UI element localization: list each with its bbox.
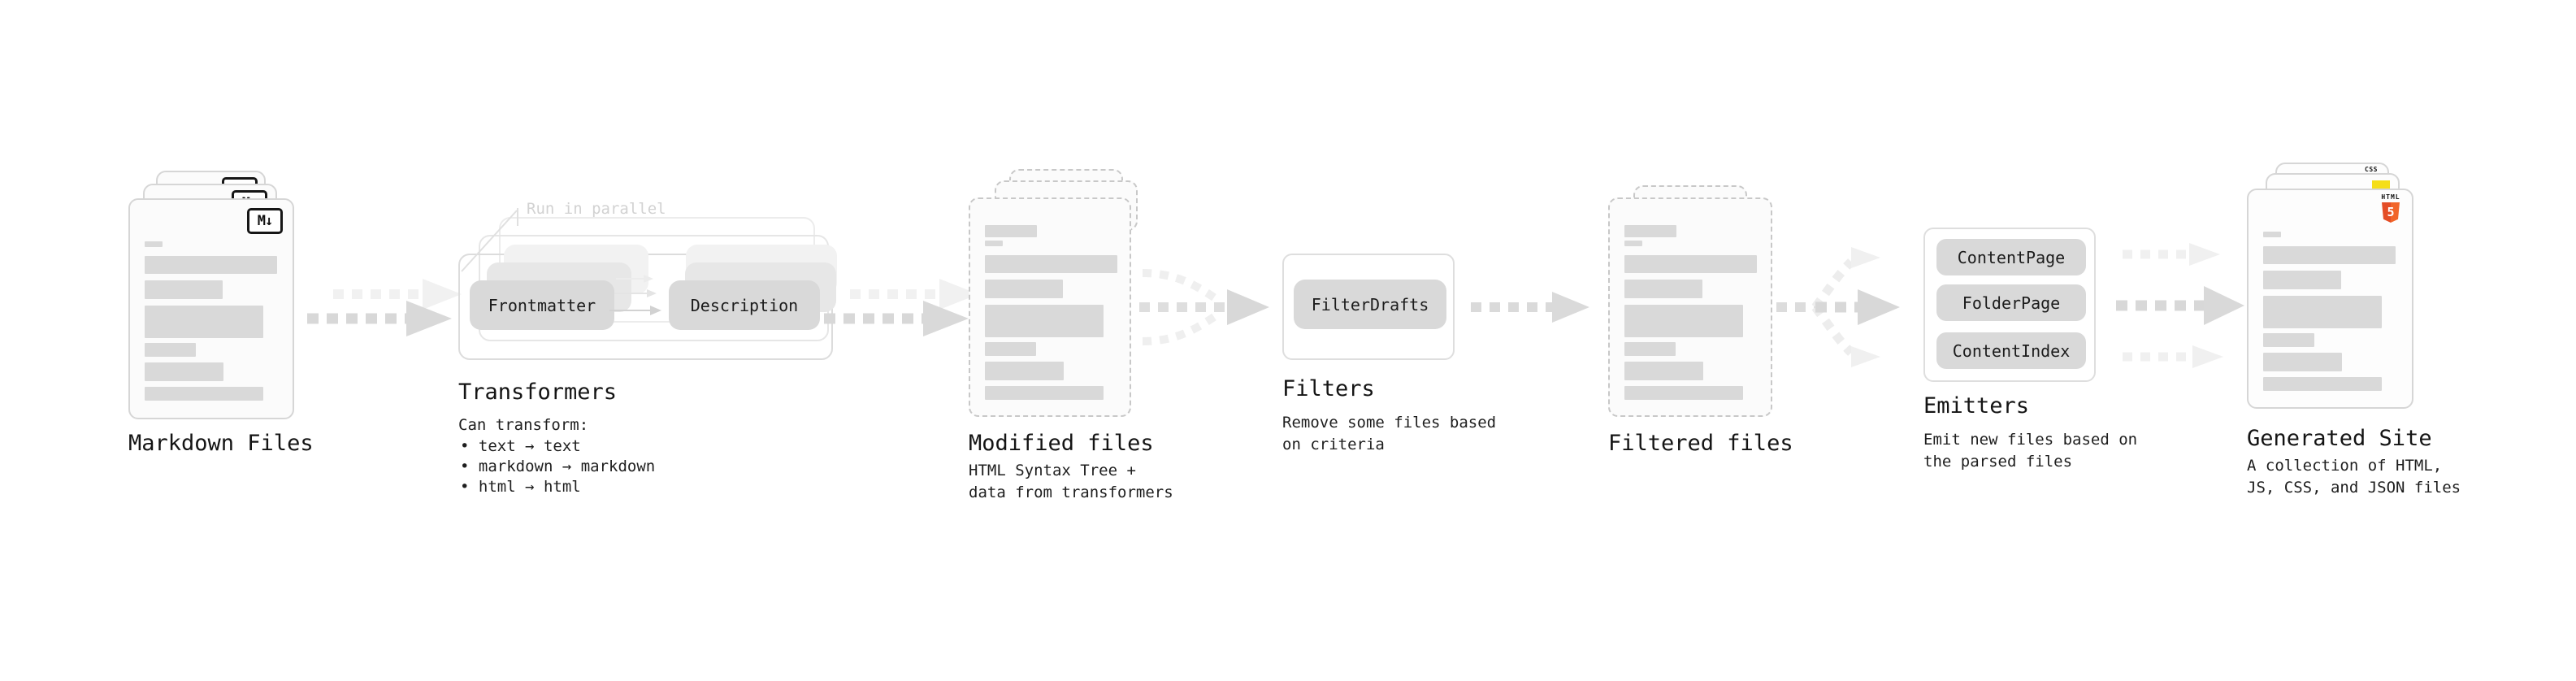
markdown-file-card: M↓ (128, 198, 294, 419)
bullet-item: • markdown → markdown (460, 458, 656, 475)
filtered-file-card (1608, 197, 1772, 417)
transformers-title: Transformers (458, 380, 618, 405)
run-in-parallel-note: Run in parallel (527, 200, 666, 218)
note-callout-line (461, 208, 518, 272)
flow-arrow-filters-to-filtered (1471, 292, 1589, 323)
emitters-desc: Emit new files based on the parsed files (1923, 431, 2138, 471)
description-pill: Description (669, 280, 820, 330)
filtered-files-title: Filtered files (1608, 431, 1793, 456)
flow-arrow-filtered-to-emitters (1776, 247, 1900, 367)
pill-arrows (609, 275, 661, 315)
emitters-panel: ContentPage FolderPage ContentIndex (1923, 228, 2096, 382)
modified-files-title: Modified files (969, 431, 1154, 456)
flow-arrow-emitters-to-site (2116, 243, 2244, 368)
frontmatter-pill: Frontmatter (470, 280, 614, 330)
generated-site-desc: A collection of HTML, JS, CSS, and JSON … (2247, 457, 2461, 497)
html5-icon: HTML 5 (2381, 193, 2400, 223)
markdown-files-title: Markdown Files (128, 431, 314, 456)
flow-arrow-transformers-to-modified (824, 279, 978, 336)
modified-file-card (969, 197, 1131, 417)
contentpage-pill: ContentPage (1936, 239, 2086, 275)
transformers-desc-heading: Can transform: (458, 416, 589, 434)
contentindex-pill: ContentIndex (1936, 332, 2086, 369)
transformers-bullets: • text → text • markdown → markdown • ht… (460, 436, 655, 497)
modified-files-desc: HTML Syntax Tree + data from transformer… (969, 462, 1173, 501)
flow-arrow-modified-to-filters (1139, 269, 1269, 345)
filters-desc: Remove some files based on criteria (1282, 414, 1497, 453)
bullet-item: • text → text (460, 437, 581, 455)
filters-title: Filters (1282, 376, 1375, 401)
js-icon (2372, 180, 2390, 189)
flow-arrow-markdown-to-transformers (307, 279, 462, 336)
site-file-card-html: HTML 5 (2247, 189, 2413, 409)
emitters-title: Emitters (1923, 393, 2030, 419)
markdown-icon: M↓ (247, 208, 283, 234)
folderpage-pill: FolderPage (1936, 284, 2086, 321)
filterdrafts-pill: FilterDrafts (1294, 280, 1446, 329)
generated-site-title: Generated Site (2247, 426, 2432, 451)
bullet-item: • html → html (460, 478, 581, 496)
